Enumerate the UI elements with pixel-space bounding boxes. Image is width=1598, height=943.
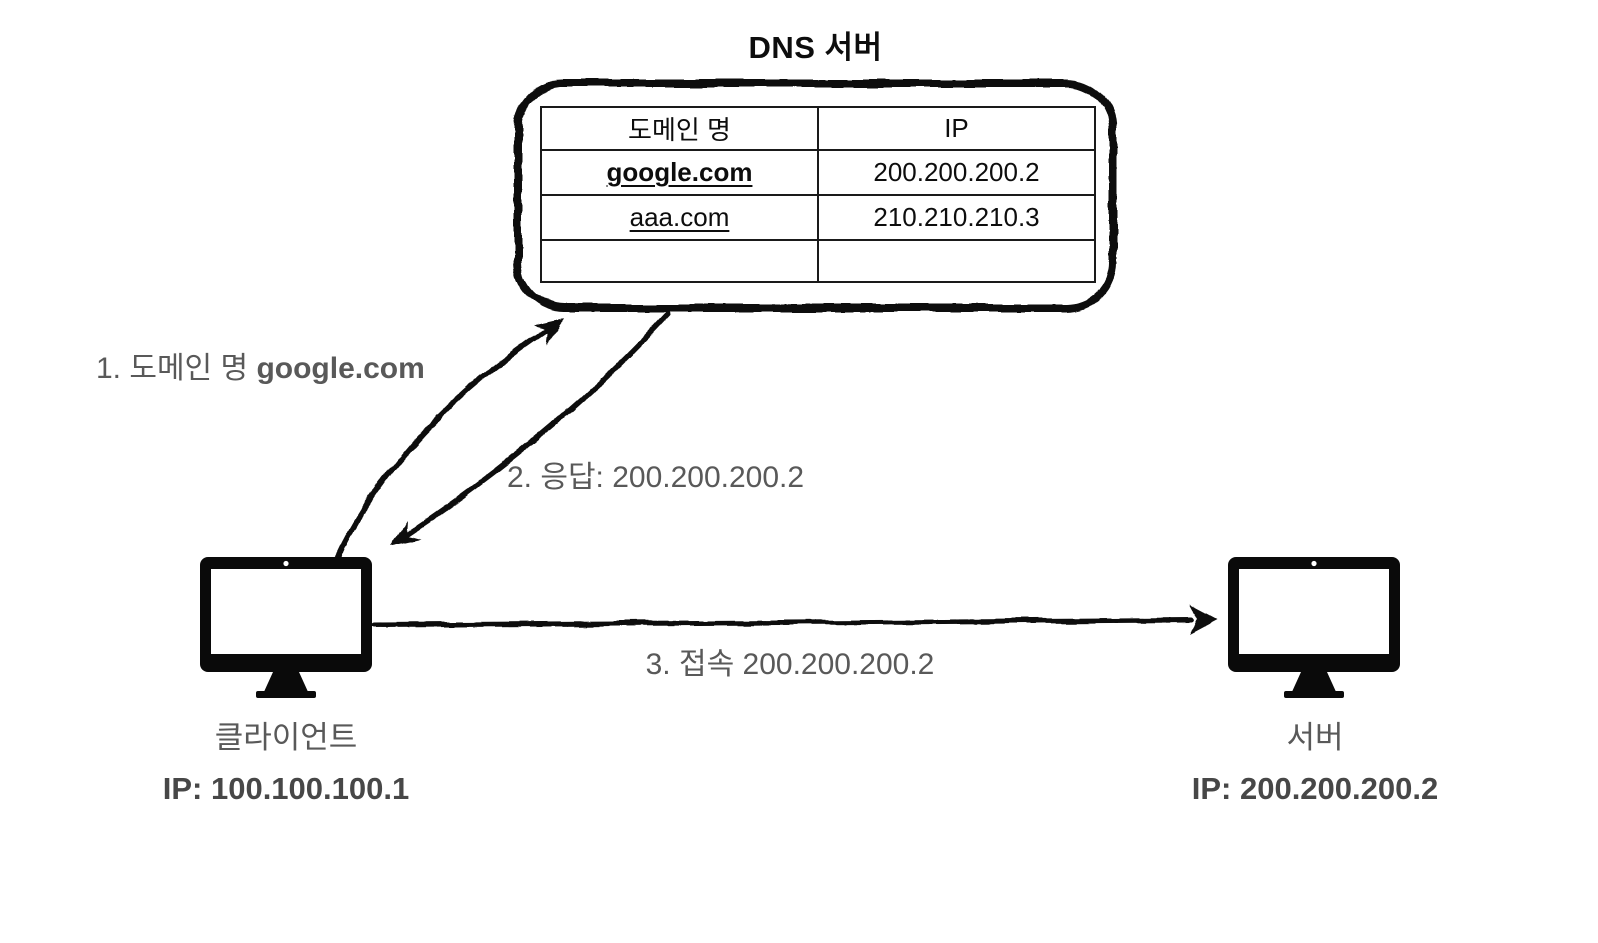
server-ip-label: IP: 200.200.200.2 xyxy=(1191,771,1439,806)
dns-server-title: DNS 서버 xyxy=(748,30,883,65)
aaa-domain-link: aaa.com xyxy=(629,202,730,232)
dns-table-container: 도메인 명 IP google.com 200.200.200.2 aaa.co… xyxy=(540,106,1096,283)
client-label: 클라이언트 xyxy=(214,720,358,755)
dns-lookup-table: 도메인 명 IP google.com 200.200.200.2 aaa.co… xyxy=(540,106,1096,283)
step1-text: 1. 도메인 명 xyxy=(96,352,257,385)
client-ip-label: IP: 100.100.100.1 xyxy=(162,771,410,806)
cell-ip-empty xyxy=(817,239,1096,283)
request-arrowhead-icon xyxy=(533,318,565,345)
server-label: 서버 xyxy=(1286,720,1344,755)
step3-label: 3. 접속 200.200.200.2 xyxy=(645,648,935,681)
cell-domain-empty xyxy=(540,239,819,283)
step1-domain-text: google.com xyxy=(256,352,425,385)
step1-label: 1. 도메인 명 google.com xyxy=(96,343,425,387)
cell-ip-aaa: 210.210.210.3 xyxy=(817,194,1096,241)
header-ip: IP xyxy=(817,106,1096,151)
cell-domain-aaa: aaa.com xyxy=(540,194,819,241)
response-arrowhead-icon xyxy=(390,519,422,546)
dns-table-header-row: 도메인 명 IP xyxy=(540,106,1096,151)
table-row-aaa: aaa.com 210.210.210.3 xyxy=(540,194,1096,241)
cell-domain-google: google.com xyxy=(540,149,819,196)
table-row-empty xyxy=(540,239,1096,283)
server-monitor-icon xyxy=(1228,557,1400,698)
connect-arrowhead-icon xyxy=(1190,604,1218,634)
google-domain-link: google.com xyxy=(606,157,753,187)
client-monitor-icon xyxy=(200,557,372,698)
step2-label: 2. 응답: 200.200.200.2 xyxy=(507,461,805,494)
table-row-google: google.com 200.200.200.2 xyxy=(540,149,1096,196)
response-arrow xyxy=(399,311,671,541)
connect-arrow xyxy=(371,617,1195,628)
cell-ip-google: 200.200.200.2 xyxy=(817,149,1096,196)
header-domain-name: 도메인 명 xyxy=(540,106,819,151)
